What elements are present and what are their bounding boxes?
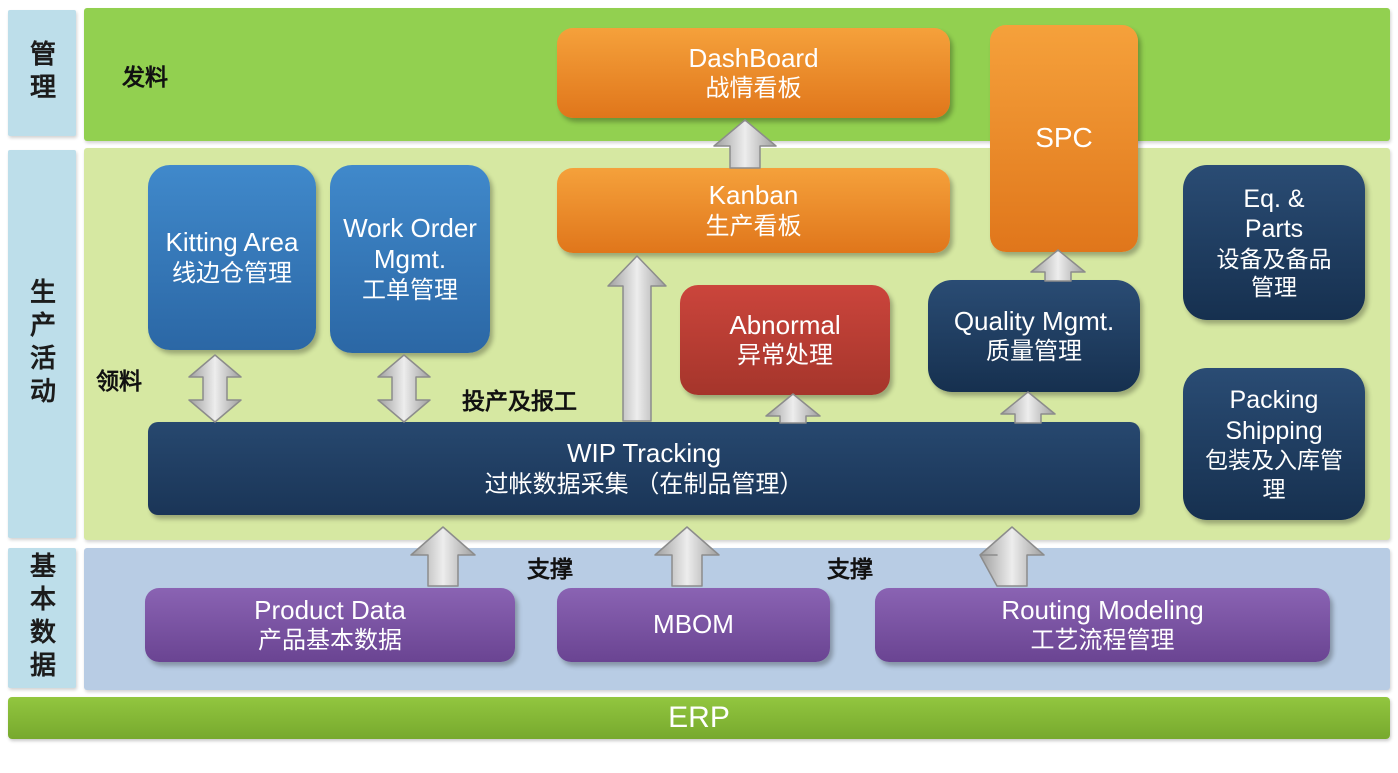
module-label-zh: 生产看板 <box>705 212 802 240</box>
side-label-basic-data: 基本数据 <box>8 548 76 688</box>
erp-base-bar: ERP <box>8 697 1390 739</box>
module-label-en: Eq. & Parts <box>1243 184 1305 244</box>
module-mbom: MBOM <box>557 588 830 662</box>
module-label-zh: 战情看板 <box>705 75 802 103</box>
module-label-zh: 设备及备品管理 <box>1216 245 1332 300</box>
annotation-support-right: 支撑 <box>827 556 873 582</box>
module-kanban: Kanban 生产看板 <box>557 168 950 253</box>
module-label-en: Kanban <box>708 180 799 210</box>
module-kitting-area: Kitting Area 线边仓管理 <box>148 165 316 350</box>
module-label-zh: 异常处理 <box>737 342 833 370</box>
module-spc: SPC <box>990 25 1138 252</box>
side-label-management: 管理 <box>8 10 76 136</box>
module-label-en: SPC <box>1035 122 1093 154</box>
module-label-zh: 工单管理 <box>362 277 458 305</box>
module-label-en: Kitting Area <box>165 227 299 257</box>
module-dashboard: DashBoard 战情看板 <box>557 28 950 118</box>
module-label-zh: 包装及入库管理 <box>1205 447 1343 502</box>
module-label-zh: 工艺流程管理 <box>1030 627 1175 655</box>
module-label-en: Work Order Mgmt. <box>343 212 477 275</box>
module-eq-and-parts: Eq. & Parts 设备及备品管理 <box>1183 165 1365 320</box>
module-label-en: Routing Modeling <box>1001 594 1204 625</box>
module-packing-shipping: Packing Shipping 包装及入库管理 <box>1183 368 1365 520</box>
module-label-zh: 产品基本数据 <box>258 627 402 655</box>
module-label-zh: 过帐数据采集 （在制品管理） <box>484 470 804 498</box>
module-wip-tracking: WIP Tracking 过帐数据采集 （在制品管理） <box>148 422 1140 515</box>
module-product-data: Product Data 产品基本数据 <box>145 588 515 662</box>
module-label-en: WIP Tracking <box>566 438 722 468</box>
module-label-zh: 质量管理 <box>986 338 1082 366</box>
module-work-order-mgmt: Work Order Mgmt. 工单管理 <box>330 165 490 353</box>
annotation-pick-material: 领料 <box>96 368 142 394</box>
annotation-production-report: 投产及报工 <box>462 388 577 414</box>
side-label-production: 生产活动 <box>8 150 76 538</box>
module-label-zh: 线边仓管理 <box>172 259 292 287</box>
module-label-en: Quality Mgmt. <box>953 305 1115 336</box>
module-label-en: Abnormal <box>729 309 841 340</box>
module-abnormal: Abnormal 异常处理 <box>680 285 890 395</box>
erp-label: ERP <box>668 701 730 734</box>
module-routing-modeling: Routing Modeling 工艺流程管理 <box>875 588 1330 662</box>
module-label-en: Packing Shipping <box>1225 386 1323 445</box>
module-label-en: MBOM <box>653 609 734 640</box>
annotation-support-left: 支撑 <box>527 556 573 582</box>
module-label-en: DashBoard <box>688 42 819 73</box>
module-label-en: Product Data <box>254 594 406 625</box>
annotation-issue-material: 发料 <box>122 64 168 90</box>
module-quality-mgmt: Quality Mgmt. 质量管理 <box>928 280 1140 392</box>
